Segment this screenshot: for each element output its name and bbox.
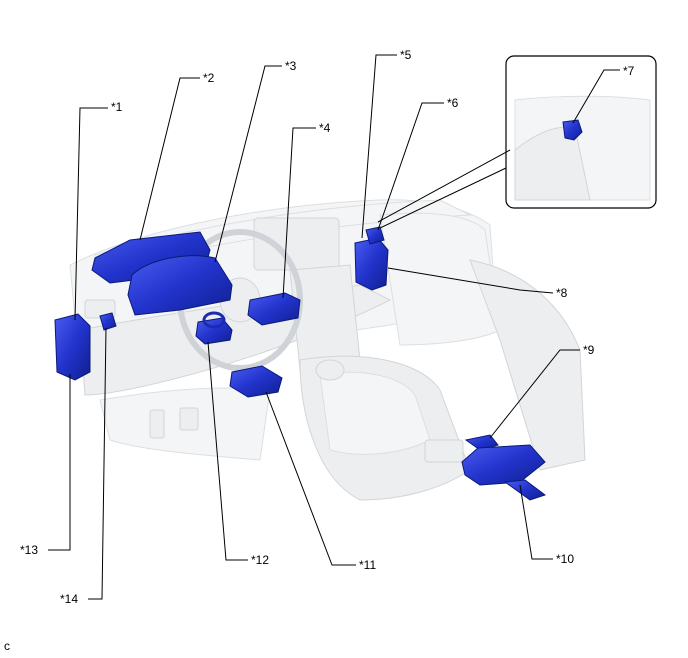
callout-9: *9 (583, 343, 595, 357)
callout-2: *2 (203, 71, 215, 85)
figure-code: c (4, 639, 10, 653)
callout-7: *7 (623, 64, 635, 78)
callout-10: *10 (556, 552, 574, 566)
component-6 (365, 226, 385, 245)
callout-3: *3 (285, 59, 297, 73)
callout-4: *4 (319, 121, 331, 135)
vehicle-interior-outline (69, 199, 586, 501)
callout-13: *13 (20, 543, 38, 557)
component-10 (461, 444, 546, 486)
callout-5: *5 (400, 48, 412, 62)
callout-8: *8 (556, 286, 568, 300)
component-4 (247, 292, 301, 326)
callout-6: *6 (447, 96, 459, 110)
component-3 (127, 255, 233, 316)
components (54, 226, 547, 501)
callout-1: *1 (111, 100, 123, 114)
detail-inset (377, 55, 657, 229)
callout-labels: *1 *2 *3 *4 *5 *6 *7 *8 *9 *10 *11 *12 *… (4, 48, 635, 653)
component-9 (464, 434, 499, 451)
leader-lines (48, 54, 620, 600)
callout-12: *12 (251, 553, 269, 567)
component-11 (229, 365, 283, 398)
callout-11: *11 (359, 558, 376, 572)
component-14 (99, 312, 117, 331)
component-13 (54, 313, 91, 381)
callout-14: *14 (60, 592, 78, 606)
component-8 (354, 237, 389, 291)
component-7 (562, 119, 583, 141)
